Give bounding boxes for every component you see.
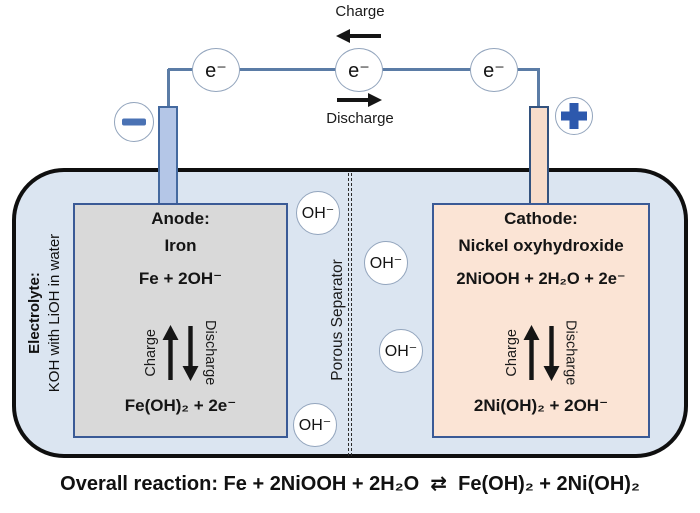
- cathode-charge-label: Charge: [503, 329, 520, 377]
- hydroxide-ion-circle: OH⁻: [379, 329, 423, 373]
- discharge-direction-label: Discharge: [326, 110, 394, 127]
- cathode-reaction-arrows: Charge Discharge: [434, 303, 648, 403]
- hydroxide-ion-circle: OH⁻: [364, 241, 408, 285]
- electron-label: e⁻: [483, 59, 505, 82]
- porous-separator-line: [348, 173, 352, 456]
- anode-title: Anode:: [151, 209, 210, 228]
- circuit-wire-right: [537, 69, 540, 107]
- ion-label: OH⁻: [298, 417, 332, 434]
- circuit-wire-left: [167, 69, 170, 107]
- positive-terminal-badge: [555, 97, 593, 135]
- anode-charged-formula: Fe + 2OH⁻: [138, 269, 223, 288]
- charge-up-arrow-icon: [162, 325, 179, 380]
- overall-reaction-text: Overall reaction: Fe + 2NiOOH + 2H₂O ⇄ F…: [60, 473, 640, 495]
- cathode-discharge-label: Discharge: [562, 320, 579, 386]
- cathode-charged-formula: 2NiOOH + 2H₂O + 2e⁻: [456, 270, 626, 288]
- minus-icon: [122, 118, 146, 126]
- anode-reaction-arrows: Charge Discharge: [75, 303, 286, 403]
- electrolyte-label: Electrolyte: KOH with LiOH in water: [25, 188, 67, 438]
- electron-label: e⁻: [205, 59, 227, 82]
- anode-charge-label: Charge: [143, 329, 159, 377]
- positive-electrode-terminal: [529, 106, 549, 207]
- cathode-discharged-formula: 2Ni(OH)₂ + 2OH⁻: [473, 396, 609, 415]
- negative-electrode-terminal: [158, 106, 178, 207]
- anode-material: Iron: [164, 236, 197, 255]
- electron-circle: e⁻: [335, 48, 383, 92]
- anode-discharged-formula: Fe(OH)₂ + 2e⁻: [124, 396, 237, 415]
- ion-label: OH⁻: [301, 205, 335, 222]
- cathode-box: Cathode: Nickel oxyhydroxide 2NiOOH + 2H…: [432, 203, 650, 438]
- hydroxide-ion-circle: OH⁻: [296, 191, 340, 235]
- porous-separator-label: Porous Separator: [329, 259, 346, 381]
- cathode-material: Nickel oxyhydroxide: [458, 236, 624, 255]
- anode-box: Anode: Iron Fe + 2OH⁻ Charge Discharge F…: [73, 203, 288, 438]
- electron-circle: e⁻: [470, 48, 518, 92]
- hydroxide-ion-circle: OH⁻: [293, 403, 337, 447]
- electron-circle: e⁻: [192, 48, 240, 92]
- ion-label: OH⁻: [384, 343, 418, 360]
- discharge-down-arrow-icon: [543, 326, 559, 381]
- charge-left-arrow-icon: [336, 29, 381, 43]
- plus-icon: [569, 103, 579, 129]
- cathode-title: Cathode:: [504, 209, 578, 228]
- charge-direction-label: Charge: [335, 3, 385, 20]
- anode-discharge-label: Discharge: [202, 320, 218, 386]
- electrolyte-title: Electrolyte:: [26, 272, 43, 354]
- discharge-right-arrow-icon: [337, 93, 382, 107]
- charge-up-arrow-icon: [523, 325, 539, 380]
- electrolyte-description: KOH with LiOH in water: [46, 233, 63, 393]
- ion-label: OH⁻: [369, 255, 403, 272]
- discharge-down-arrow-icon: [182, 326, 199, 381]
- negative-terminal-badge: [114, 102, 154, 142]
- electron-label: e⁻: [348, 59, 370, 82]
